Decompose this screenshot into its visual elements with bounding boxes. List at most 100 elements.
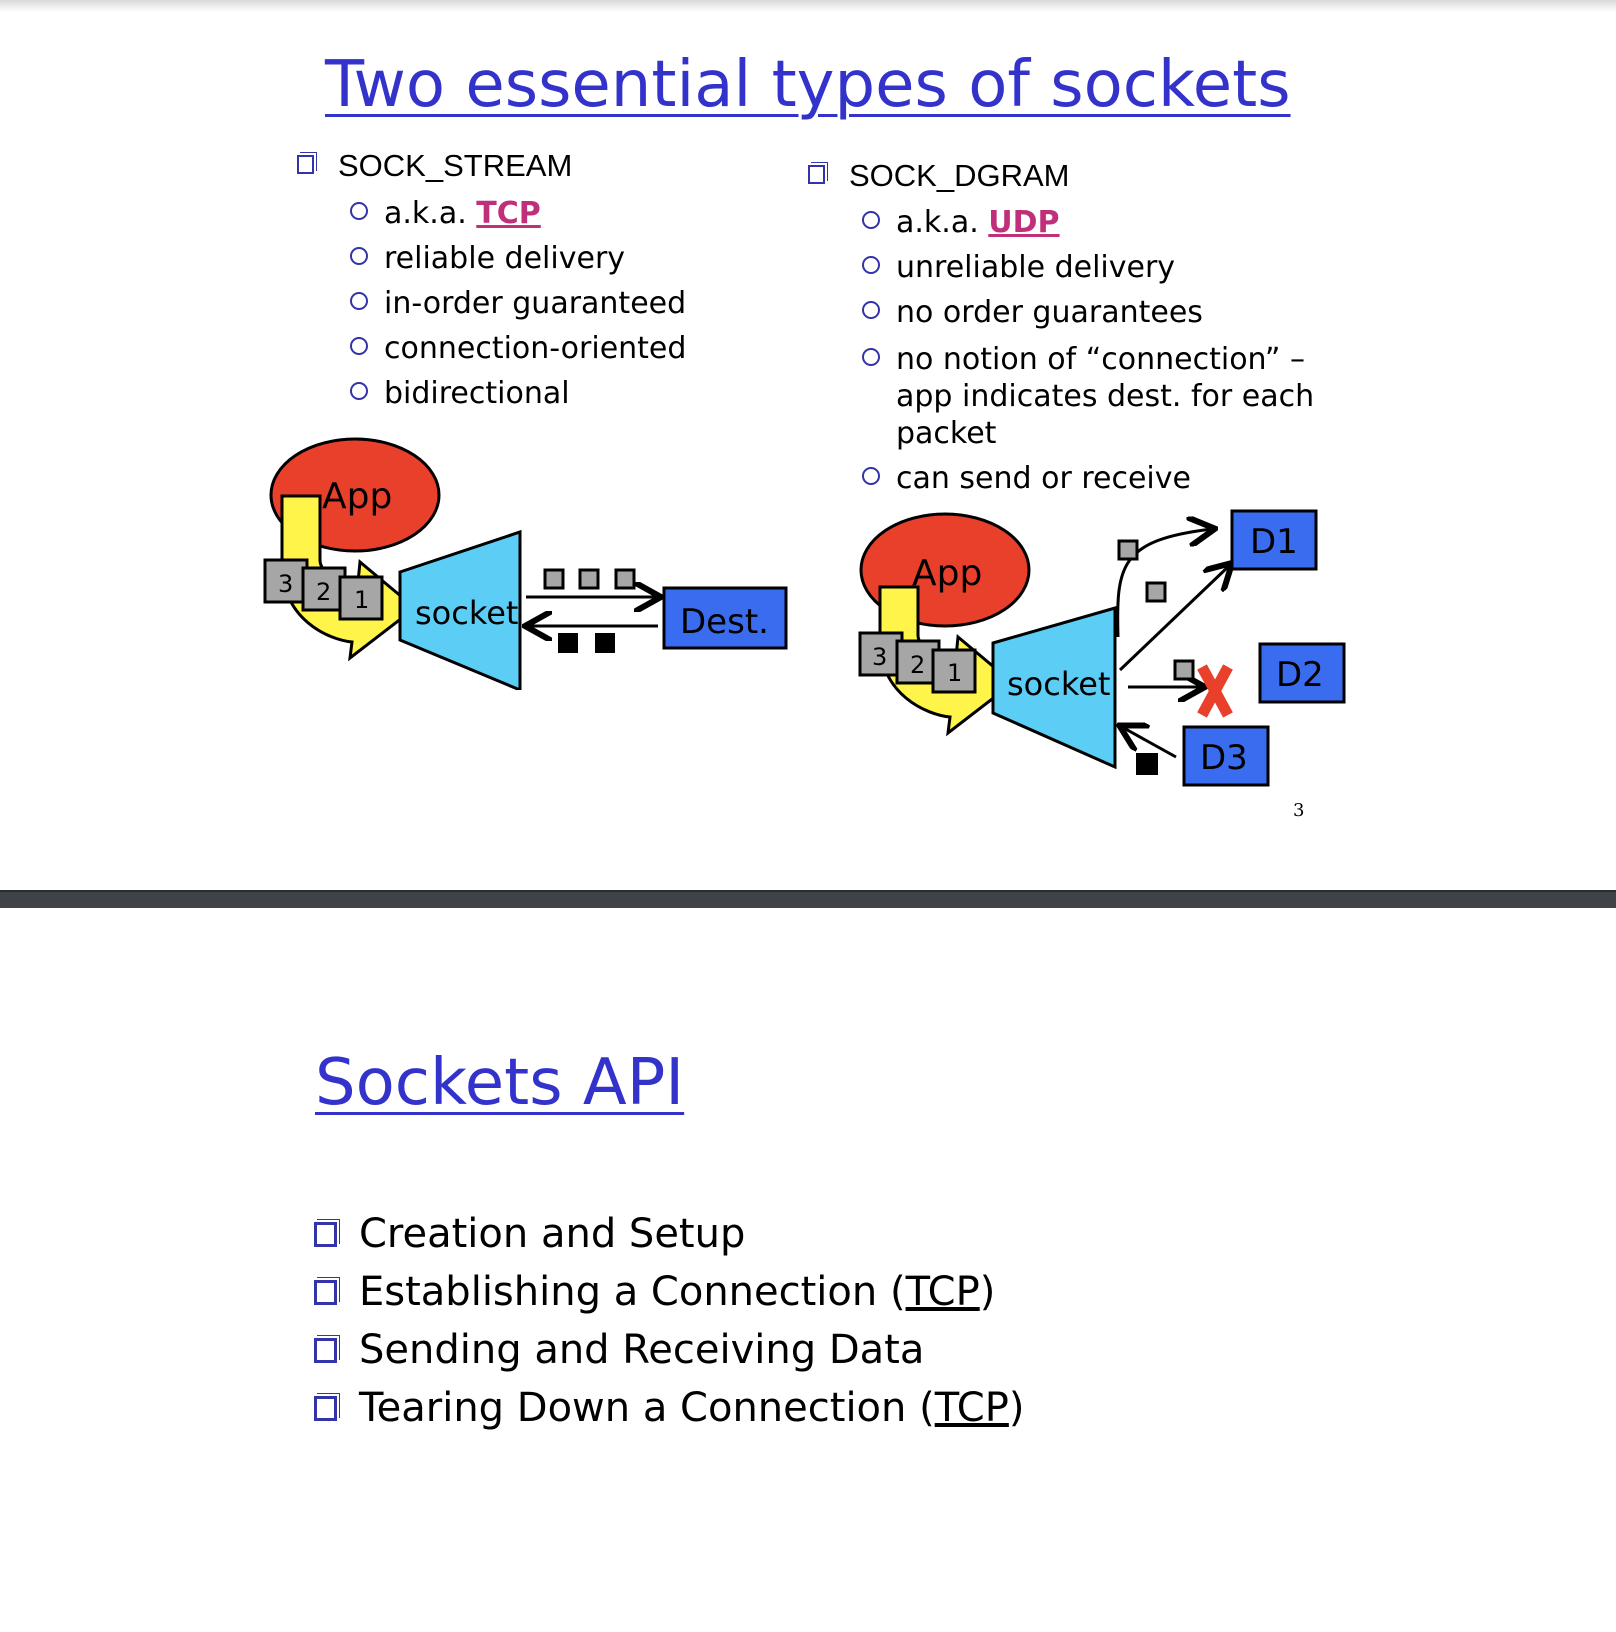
list-item: no order guarantees: [862, 290, 1314, 335]
packet-label: 2: [910, 651, 925, 679]
list-item: Establishing a Connection (TCP): [314, 1263, 1024, 1321]
item-text-wrap: packet: [896, 416, 997, 451]
packet-small: [1145, 581, 1167, 603]
list-item: connection-oriented: [350, 326, 686, 371]
list-item: unreliable delivery: [862, 245, 1314, 290]
item-text: unreliable delivery: [896, 250, 1176, 285]
slide-1: Two essential types of sockets SOCK_STRE…: [0, 0, 1616, 821]
circle-bullet-icon: [350, 292, 368, 310]
app-label: App: [322, 476, 392, 517]
packet-label: 1: [354, 586, 369, 614]
list-item: Creation and Setup: [314, 1205, 1024, 1263]
list-item: bidirectional: [350, 371, 686, 416]
packet-1: [338, 575, 384, 621]
d1-box: [1230, 509, 1318, 571]
sock-stream-list: a.k.a. TCP reliable delivery in-order gu…: [350, 191, 686, 416]
d3-label: D3: [1200, 738, 1248, 778]
packet-label: 3: [872, 643, 887, 671]
packet-black: [558, 633, 578, 653]
list-item: reliable delivery: [350, 236, 686, 281]
socket-shape: [991, 606, 1117, 770]
item-text: bidirectional: [384, 376, 570, 411]
dest-label: Dest.: [680, 602, 769, 642]
socket-shape: [398, 529, 522, 690]
item-text-end: ): [979, 1269, 996, 1315]
protocol-link-tcp[interactable]: TCP: [476, 196, 541, 231]
aka-prefix: a.k.a.: [384, 196, 477, 231]
square-bullet-icon: [314, 1338, 337, 1363]
circle-bullet-icon: [862, 467, 880, 485]
packet-black: [595, 633, 615, 653]
page-number: 3: [1293, 800, 1305, 821]
heading-text: SOCK_DGRAM: [849, 158, 1070, 193]
arrow-from-d3: [1122, 727, 1177, 759]
circle-bullet-icon: [350, 337, 368, 355]
list-item: a.k.a. TCP: [350, 191, 686, 236]
top-shade: [0, 0, 1616, 12]
stream-socket-diagram: App 3 2 1 socket Dest.: [263, 437, 788, 690]
list-item: a.k.a. UDP: [862, 200, 1314, 245]
circle-bullet-icon: [862, 301, 880, 319]
packet-small: [543, 568, 565, 590]
item-text: reliable delivery: [384, 241, 626, 276]
slide-title: Two essential types of sockets: [325, 48, 1291, 122]
circle-bullet-icon: [862, 256, 880, 274]
d3-box: [1182, 725, 1270, 787]
item-text: Sending and Receiving Data: [359, 1327, 925, 1373]
app-label: App: [912, 553, 982, 594]
square-bullet-icon: [314, 1280, 337, 1305]
item-text: in-order guaranteed: [384, 286, 687, 321]
protocol-link-udp[interactable]: UDP: [988, 205, 1060, 240]
heading-text: SOCK_STREAM: [338, 148, 573, 183]
circle-bullet-icon: [862, 211, 880, 229]
tcp-link[interactable]: TCP: [934, 1385, 1009, 1431]
item-text: Establishing a Connection (: [359, 1269, 906, 1315]
dest-box: [662, 586, 788, 650]
packet-black: [1136, 753, 1158, 775]
packet-small: [1173, 659, 1195, 681]
socket-label: socket: [415, 594, 518, 632]
item-text: no notion of “connection” –: [896, 342, 1305, 377]
packet-label: 3: [278, 570, 293, 598]
sock-dgram-heading: SOCK_DGRAM: [808, 158, 1069, 194]
list-item: Sending and Receiving Data: [314, 1321, 1024, 1379]
socket-label: socket: [1007, 665, 1110, 703]
sock-stream-heading: SOCK_STREAM: [297, 148, 572, 184]
dropped-x-icon: [1197, 664, 1233, 718]
square-bullet-icon: [314, 1222, 337, 1247]
packet-1: [931, 648, 977, 694]
item-text-wrap: app indicates dest. for each: [896, 379, 1315, 414]
square-bullet-icon: [297, 155, 314, 174]
list-item: in-order guaranteed: [350, 281, 686, 326]
tcp-link[interactable]: TCP: [905, 1269, 980, 1315]
list-item: Tearing Down a Connection (TCP): [314, 1379, 1024, 1437]
packet-small: [578, 568, 600, 590]
packet-small: [614, 568, 636, 590]
slide-divider: [0, 890, 1616, 910]
circle-bullet-icon: [862, 348, 880, 366]
slide-title: Sockets API: [315, 1046, 685, 1120]
sock-dgram-list: a.k.a. UDP unreliable delivery no order …: [862, 200, 1314, 501]
list-item: no notion of “connection” –app indicates…: [862, 335, 1314, 452]
circle-bullet-icon: [350, 247, 368, 265]
square-bullet-icon: [808, 165, 825, 184]
square-bullet-icon: [314, 1396, 337, 1421]
list-item: can send or receive: [862, 452, 1314, 501]
slide-2: [0, 908, 1616, 1632]
circle-bullet-icon: [350, 202, 368, 220]
sockets-api-list: Creation and Setup Establishing a Connec…: [314, 1205, 1024, 1437]
item-text: can send or receive: [896, 461, 1191, 496]
item-text: Creation and Setup: [359, 1211, 746, 1257]
packet-label: 1: [947, 659, 962, 687]
arrow-to-d1: [1118, 565, 1230, 672]
d2-label: D2: [1276, 655, 1324, 695]
dgram-socket-diagram: App 3 2 1 socket D1 D2 D3: [858, 509, 1346, 787]
item-text: Tearing Down a Connection (: [359, 1385, 935, 1431]
d2-box: [1258, 642, 1346, 704]
circle-bullet-icon: [350, 382, 368, 400]
packet-label: 2: [316, 578, 331, 606]
packet-small: [1117, 539, 1139, 561]
item-text-end: ): [1008, 1385, 1025, 1431]
d1-label: D1: [1250, 522, 1298, 562]
item-text: no order guarantees: [896, 295, 1203, 330]
